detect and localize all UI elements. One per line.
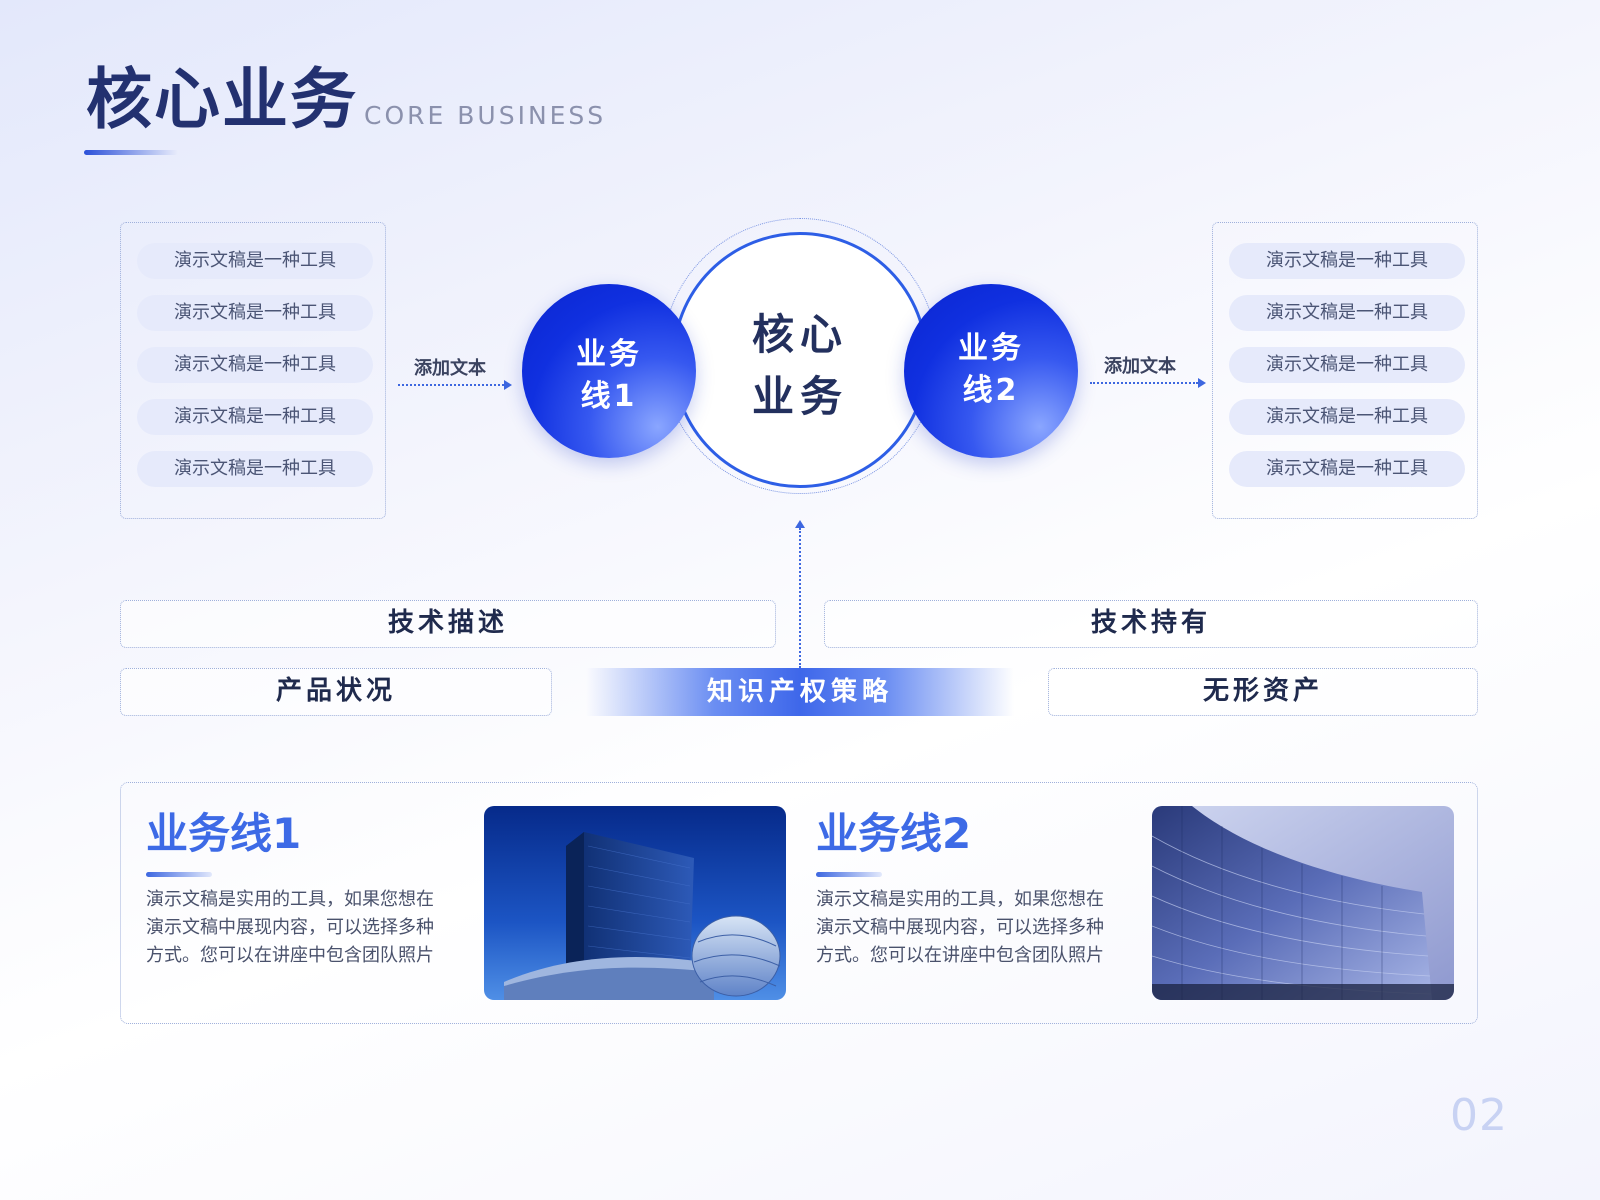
list-item: 演示文稿是一种工具 <box>1229 347 1465 383</box>
left-arrow-label: 添加文本 <box>414 358 486 379</box>
ip-strategy-band: 知识产权策略 <box>586 668 1014 716</box>
page-subtitle: CORE BUSINESS <box>364 101 607 130</box>
circle-label-line2: 线2 <box>962 373 1020 408</box>
list-item: 演示文稿是一种工具 <box>1229 243 1465 279</box>
list-item: 演示文稿是一种工具 <box>137 451 373 487</box>
list-item: 演示文稿是一种工具 <box>137 399 373 435</box>
core-label-line2: 业务 <box>751 372 848 421</box>
arrow-right-icon <box>1198 378 1206 388</box>
list-item: 演示文稿是一种工具 <box>1229 399 1465 435</box>
business-line-2-circle-label: 业务 线2 <box>904 328 1078 412</box>
business-line-2-circle <box>904 284 1078 458</box>
list-item: 演示文稿是一种工具 <box>1229 295 1465 331</box>
business-line-2-description: 演示文稿是实用的工具，如果您想在演示文稿中展现内容，可以选择多种方式。您可以在讲… <box>816 889 1104 966</box>
list-item: 演示文稿是一种工具 <box>137 243 373 279</box>
business-line-1-circle <box>522 284 696 458</box>
product-status-box: 产品状况 <box>120 668 552 716</box>
title-underline <box>84 150 178 155</box>
page-title: 核心业务 <box>86 61 358 138</box>
core-label-line1: 核心 <box>751 310 848 359</box>
page-number: 02 <box>1450 1090 1508 1141</box>
circle-label-line1: 业务 <box>576 337 642 372</box>
vertical-arrow-line <box>799 528 801 668</box>
tech-description-box: 技术描述 <box>120 600 776 648</box>
building-photo-1 <box>484 806 786 1000</box>
business-line-2-title: 业务线2 <box>816 809 972 858</box>
list-item: 演示文稿是一种工具 <box>1229 451 1465 487</box>
tech-holding-box: 技术持有 <box>824 600 1478 648</box>
right-arrow-label: 添加文本 <box>1104 356 1176 377</box>
title-underline <box>816 872 882 877</box>
business-line-1-title: 业务线1 <box>146 809 302 858</box>
circle-label-line2: 线1 <box>580 379 638 414</box>
title-underline <box>146 872 212 877</box>
building-photo-2-image <box>1152 806 1454 1000</box>
right-list-panel: 演示文稿是一种工具 演示文稿是一种工具 演示文稿是一种工具 演示文稿是一种工具 … <box>1212 222 1478 519</box>
business-line-1-circle-label: 业务 线1 <box>522 334 696 418</box>
business-lines-panel <box>120 782 1478 1024</box>
circle-label-line1: 业务 <box>958 331 1024 366</box>
left-list-panel: 演示文稿是一种工具 演示文稿是一种工具 演示文稿是一种工具 演示文稿是一种工具 … <box>120 222 386 519</box>
arrow-right-icon <box>504 380 512 390</box>
business-line-1-description: 演示文稿是实用的工具，如果您想在演示文稿中展现内容，可以选择多种方式。您可以在讲… <box>146 889 434 966</box>
building-photo-2 <box>1152 806 1454 1000</box>
right-arrow-line <box>1090 382 1198 384</box>
left-arrow-line <box>398 384 504 386</box>
intangible-assets-box: 无形资产 <box>1048 668 1478 716</box>
building-photo-1-image <box>484 806 786 1000</box>
list-item: 演示文稿是一种工具 <box>137 295 373 331</box>
core-label: 核心 业务 <box>700 304 900 428</box>
list-item: 演示文稿是一种工具 <box>137 347 373 383</box>
arrow-up-icon <box>795 520 805 528</box>
